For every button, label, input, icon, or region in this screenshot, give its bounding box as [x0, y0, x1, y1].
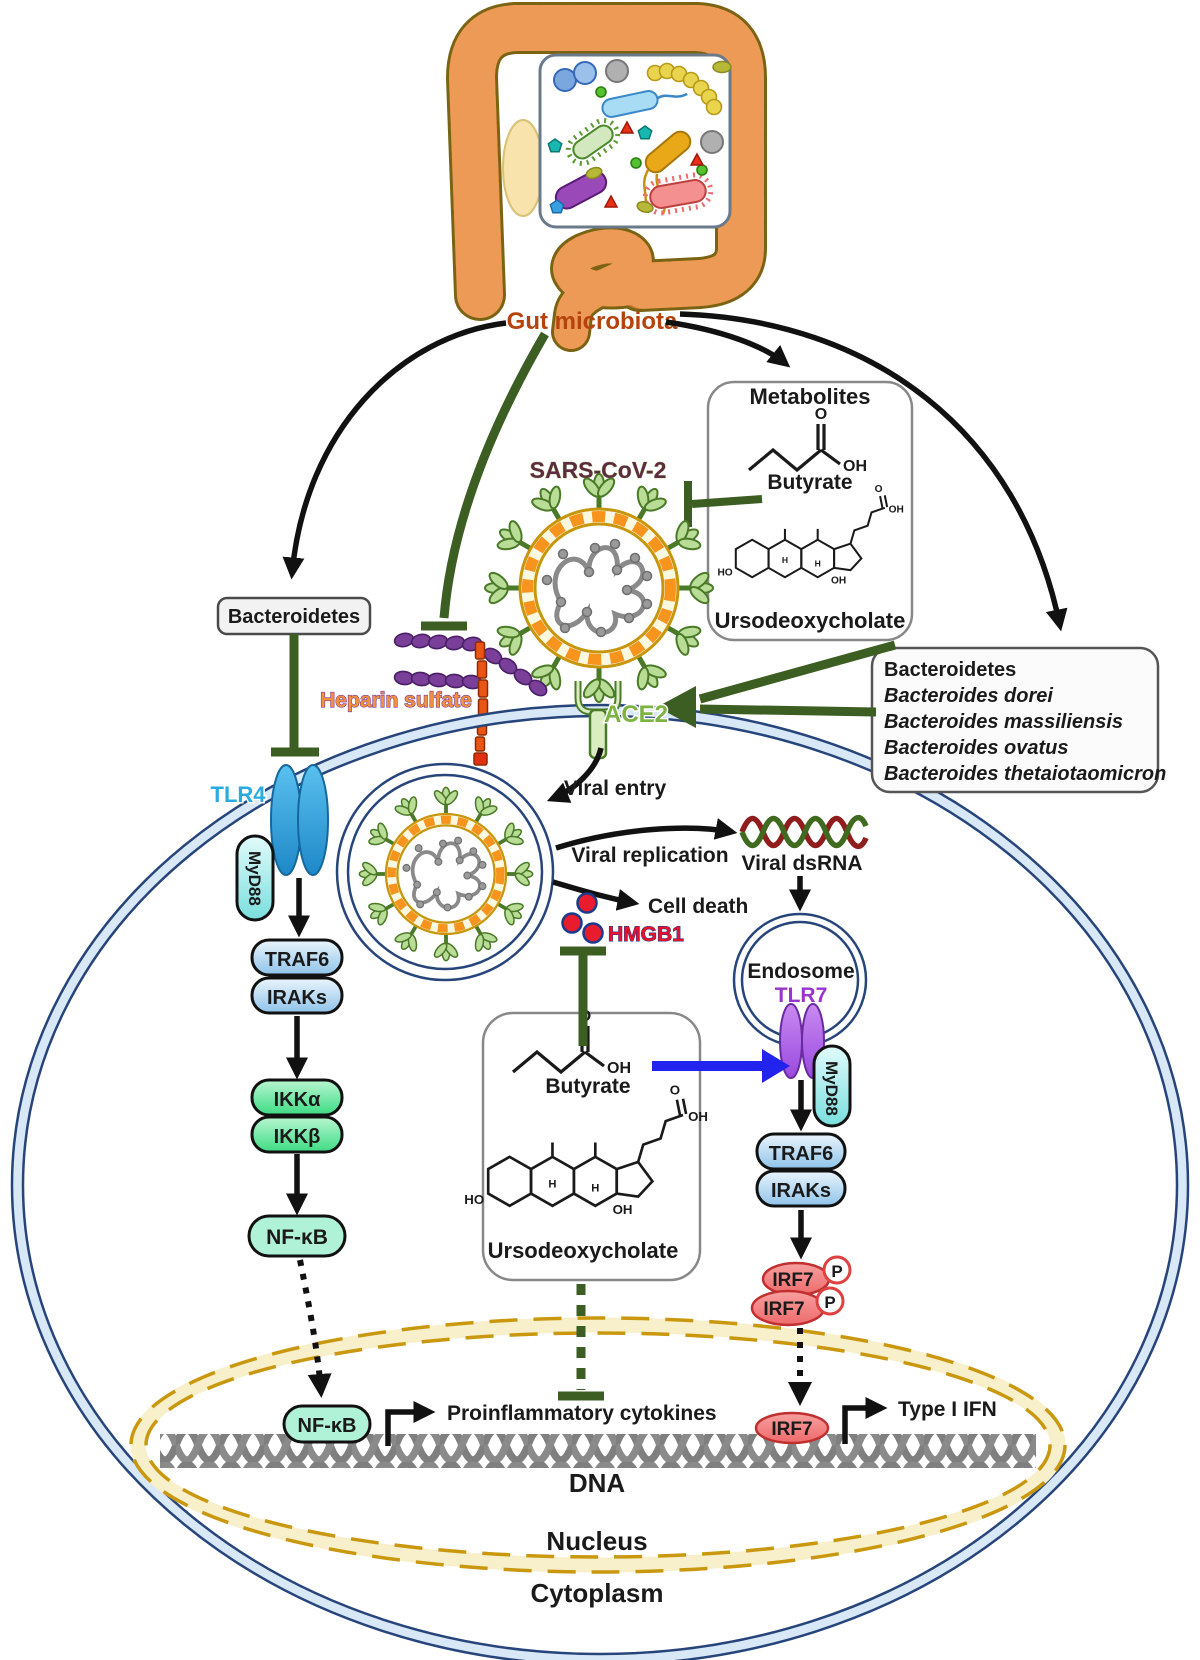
heparin-sulfate-label: Heparin sulfate	[320, 689, 472, 712]
nuclear-nfkb-pill: NF-κB	[282, 1404, 372, 1444]
iraks-left-pill: IRAKs	[250, 976, 344, 1015]
nfkb-label: NF-κB	[266, 1226, 328, 1249]
bacteroidetes-label: Bacteroidetes	[228, 606, 360, 628]
viral-entry-label: Viral entry	[564, 777, 667, 800]
gut-heparin-inhibition	[421, 331, 549, 631]
butyrate-tlr7-arrow	[652, 1049, 790, 1083]
proinflammatory-label: Proinflammatory cytokines	[447, 1402, 717, 1425]
box-butyrate-label: Butyrate	[545, 1075, 630, 1098]
endosome: Endosome TLR7	[732, 912, 868, 1079]
traf6-left-pill: TRAF6	[250, 938, 344, 977]
species-line-2: Bacteroides dorei	[884, 685, 1053, 707]
ikkb-label: IKKβ	[274, 1126, 321, 1148]
metabolites-title: Metabolites	[749, 384, 870, 409]
ifn-gene-arrow	[842, 1397, 888, 1444]
tlr4-label: TLR4	[211, 782, 267, 807]
intestine-illustration	[446, 2, 767, 352]
traf6-left-label: TRAF6	[265, 949, 329, 971]
viral-replication-arrow	[555, 818, 738, 851]
streptococcus-chain-icon	[646, 62, 723, 116]
phospho-label-2: P	[824, 1293, 835, 1312]
rod-bacterium-cyan-icon	[601, 90, 688, 118]
gut-arrows	[282, 311, 1068, 632]
nucleus-label: Nucleus	[546, 1526, 647, 1556]
cytokine-gene-arrow	[385, 1401, 436, 1446]
box-ursodeoxycholate-label: Ursodeoxycholate	[488, 1238, 679, 1263]
iraks-right-label: IRAKs	[771, 1180, 831, 1202]
metabolites-box: Metabolites Butyrate Ursodeoxycholate	[706, 380, 914, 642]
cytokine-metabolite-box: Butyrate Ursodeoxycholate	[462, 1006, 710, 1282]
iraks-left-label: IRAKs	[267, 987, 327, 1009]
species-line-5: Bacteroides thetaiotaomicron	[884, 763, 1166, 785]
rod-bacterium-gold-icon	[644, 130, 692, 174]
irf7-upper-label: IRF7	[772, 1270, 813, 1291]
ikka-label: IKKα	[274, 1089, 321, 1111]
hmgb1-label: HMGB1	[608, 923, 684, 946]
endosome-label: Endosome	[747, 960, 854, 983]
ciliated-bacterium-red-icon	[642, 172, 714, 216]
phospho-icon	[822, 1255, 852, 1285]
sars-cov2-virion	[485, 474, 713, 702]
myd88-right-pill: MyD88	[812, 1044, 852, 1128]
metabolites-ursodeoxycholate-label: Ursodeoxycholate	[715, 608, 906, 633]
bacteroidetes-box: Bacteroidetes	[216, 596, 372, 636]
hmgb1-icon	[561, 892, 604, 944]
viral-vesicle	[335, 762, 555, 982]
bacteroidetes-tlr4-inhibition	[271, 634, 319, 757]
viral-dsrna-icon	[739, 815, 869, 849]
tlr4-receptor	[270, 764, 329, 876]
iraks-right-pill: IRAKs	[755, 1169, 847, 1208]
nuclear-irf7: IRF7	[754, 1411, 830, 1445]
sphere-microbe-icon	[605, 59, 629, 83]
traf6-right-label: TRAF6	[769, 1143, 833, 1165]
ace2-receptor	[574, 681, 622, 760]
cell-death-arrow	[552, 879, 640, 911]
bacteroides-species-box: Bacteroidetes Bacteroides dorei Bacteroi…	[870, 646, 1166, 794]
gut-microbiota-label: Gut microbiota	[507, 308, 678, 335]
cytoplasm-label: Cytoplasm	[531, 1578, 664, 1608]
nfkb-translocation-arrow	[297, 1259, 332, 1398]
species-line-3: Bacteroides massiliensis	[884, 711, 1123, 733]
irf7-dimer: IRF7 IRF7 P P	[750, 1255, 852, 1327]
ace2-downregulation-arrows	[657, 640, 897, 728]
viral-replication-label: Viral replication	[571, 844, 728, 867]
urso-cytokine-inhibition	[558, 1284, 604, 1401]
species-line-4: Bacteroides ovatus	[884, 737, 1069, 759]
nuclear-nfkb-label: NF-κB	[298, 1415, 357, 1437]
microbiota-panel	[538, 53, 732, 229]
cocci-icon	[553, 68, 577, 92]
viral-dsrna-label: Viral dsRNA	[742, 852, 863, 875]
nfkb-pill: NF-κB	[247, 1214, 347, 1258]
butyrate-hmgb1-inhibition	[560, 946, 606, 1046]
nuclear-irf7-label: IRF7	[771, 1419, 812, 1440]
heparin-sulfate-icon	[393, 632, 548, 766]
tlr4-cascade-arrows	[286, 878, 310, 1216]
ciliated-bacterium-green-icon	[565, 118, 621, 166]
myd88-left-label: MyD88	[245, 851, 264, 906]
ace2-label: ACE2	[604, 701, 668, 728]
metabolites-butyrate-label: Butyrate	[767, 471, 852, 494]
myd88-left-pill: MyD88	[235, 834, 275, 922]
ikkb-pill: IKKβ	[250, 1115, 344, 1154]
viral-entry-arrow	[546, 747, 604, 803]
myd88-right-label: MyD88	[822, 1061, 841, 1116]
species-line-1: Bacteroidetes	[884, 659, 1016, 681]
traf6-right-pill: TRAF6	[755, 1132, 847, 1171]
bacteria-icons	[547, 59, 732, 216]
phospho-icon-2	[815, 1286, 845, 1316]
irf7-lower-label: IRF7	[763, 1299, 804, 1320]
ikka-pill: IKKα	[250, 1078, 344, 1117]
cell-death-label: Cell death	[648, 895, 748, 918]
phospho-label-1: P	[831, 1262, 842, 1281]
dna-label: DNA	[569, 1468, 626, 1498]
nuclear-membrane	[129, 1316, 1067, 1574]
butyrate-virus-inhibition	[684, 481, 763, 527]
tlr7-label: TLR7	[775, 984, 828, 1007]
type1-ifn-label: Type I IFN	[898, 1398, 997, 1421]
